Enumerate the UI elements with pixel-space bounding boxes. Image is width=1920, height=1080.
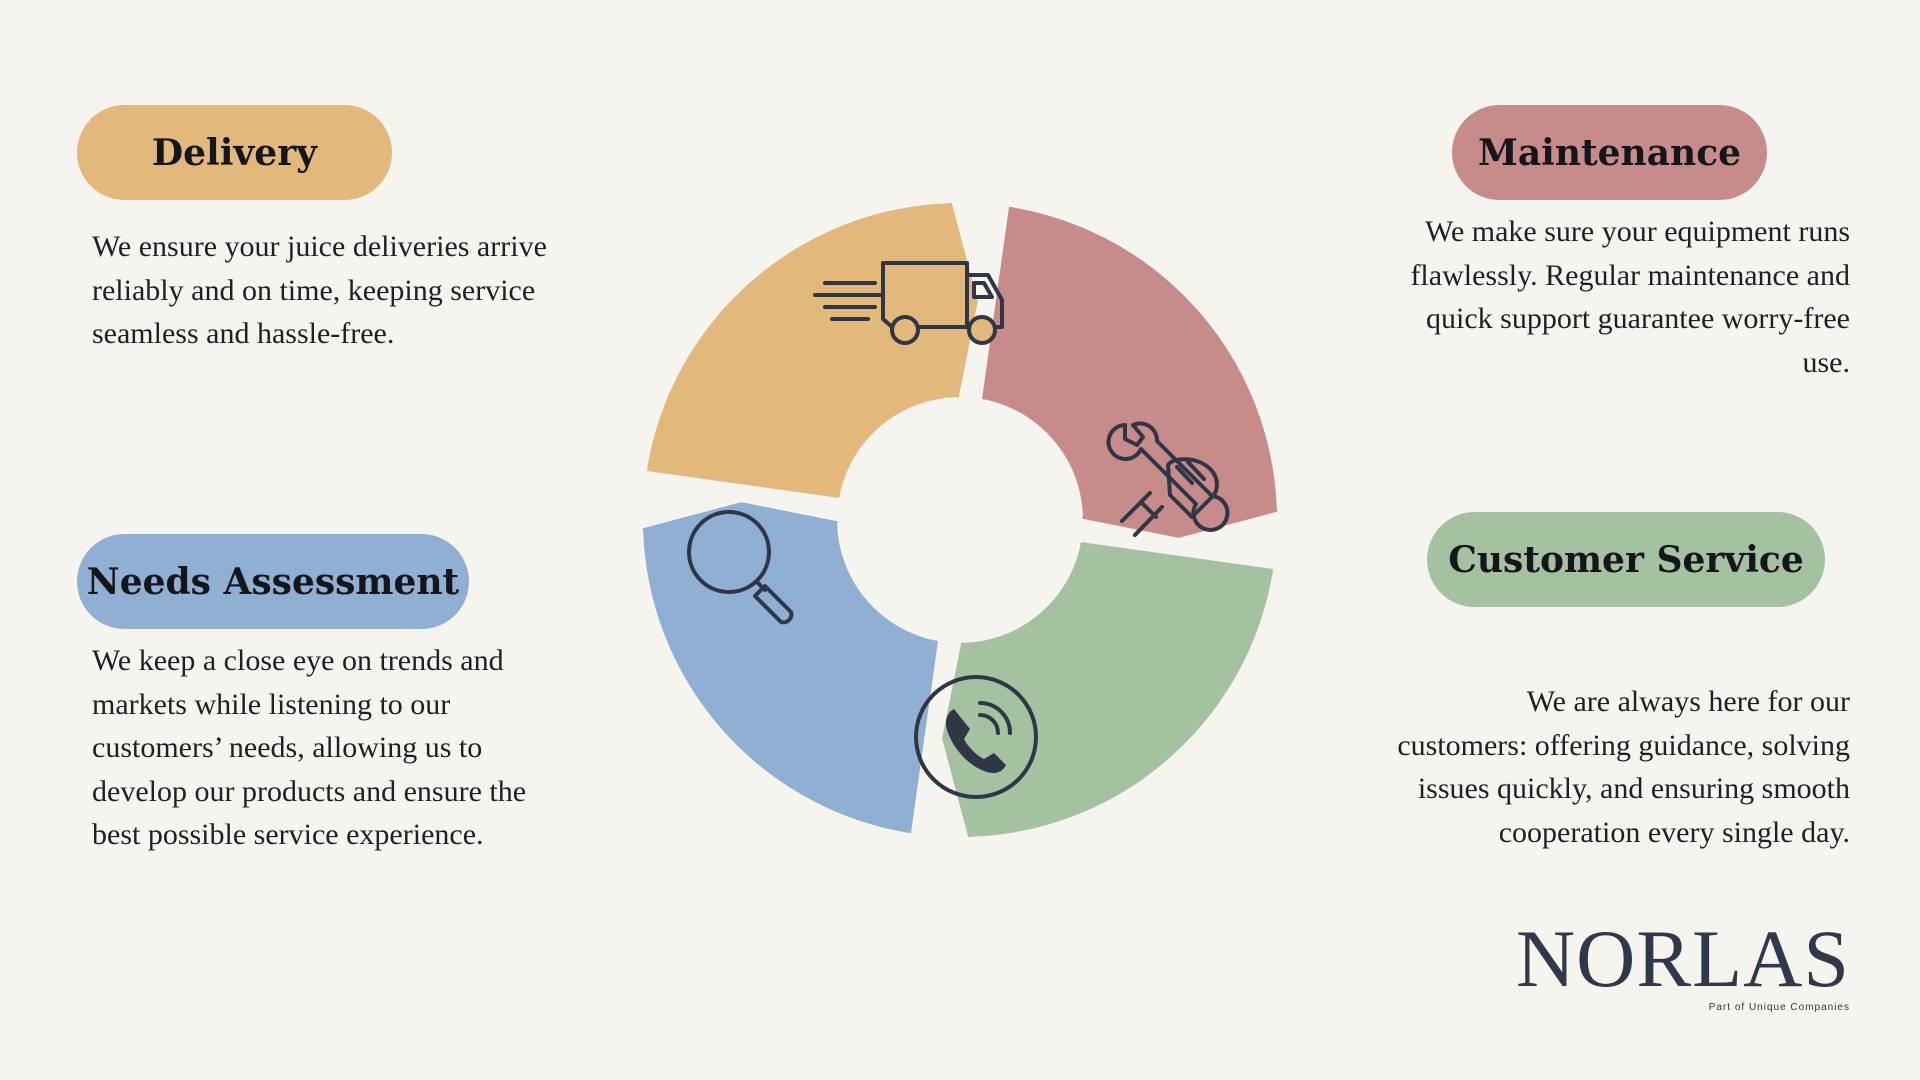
delivery-line: reliably and on time, keeping service: [92, 273, 536, 307]
needs-assessment-title: Needs Assessment: [77, 534, 469, 629]
delivery-line: We ensure your juice deliveries arrive: [92, 230, 547, 263]
maintenance-line: use.: [1802, 345, 1851, 379]
delivery-title: Delivery: [77, 105, 392, 200]
maintenance-description: We make sure your equipment runs flawles…: [1290, 210, 1850, 384]
cycle-segments: [603, 163, 1317, 877]
service-line: cooperation every single day.: [1498, 815, 1850, 849]
customer-service-title-text: Customer Service: [1448, 538, 1804, 581]
wrench-hand-icon: [1106, 421, 1230, 537]
magnifier-icon: [687, 510, 794, 625]
customer-service-description: We are always here for our customers: of…: [1290, 680, 1850, 854]
needs-assessment-title-text: Needs Assessment: [86, 560, 460, 603]
maintenance-title-text: Maintenance: [1477, 131, 1742, 174]
needs-assessment-description: We keep a close eye on trends and market…: [92, 639, 652, 857]
delivery-line: seamless and hassle-free.: [92, 317, 395, 350]
delivery-title-text: Delivery: [151, 131, 318, 174]
maintenance-segment: [971, 196, 1317, 548]
truck-icon: [813, 261, 1004, 345]
maintenance-title: Maintenance: [1452, 105, 1767, 200]
service-line: customers: offering guidance, solving: [1397, 728, 1850, 762]
service-line: We are always here for our: [1526, 685, 1850, 718]
needs-line: best possible service experience.: [92, 818, 484, 851]
needs-assessment-segment: [603, 492, 949, 844]
delivery-description: We ensure your juice deliveries arrive r…: [92, 225, 652, 356]
norlas-logo: NORLAS Part of Unique Companies: [1515, 913, 1850, 1014]
needs-line: develop our products and ensure the: [92, 774, 527, 808]
customer-service-segment: [932, 531, 1284, 877]
service-cycle-diagram: [603, 163, 1317, 877]
needs-line: We keep a close eye on trends and: [92, 644, 504, 677]
brand-name: NORLAS: [1515, 913, 1850, 1004]
brand-tagline: Part of Unique Companies: [1708, 1002, 1850, 1013]
maintenance-line: flawlessly. Regular maintenance and: [1410, 258, 1850, 292]
needs-line: markets while listening to our: [92, 687, 451, 721]
service-line: issues quickly, and ensuring smooth: [1417, 772, 1850, 805]
maintenance-line: We make sure your equipment runs: [1425, 215, 1850, 248]
delivery-segment: [636, 163, 988, 509]
phone-icon: [914, 675, 1038, 799]
maintenance-line: quick support guarantee worry-free: [1426, 302, 1850, 335]
customer-service-title: Customer Service: [1427, 512, 1825, 607]
needs-line: customers’ needs, allowing us to: [92, 731, 483, 764]
